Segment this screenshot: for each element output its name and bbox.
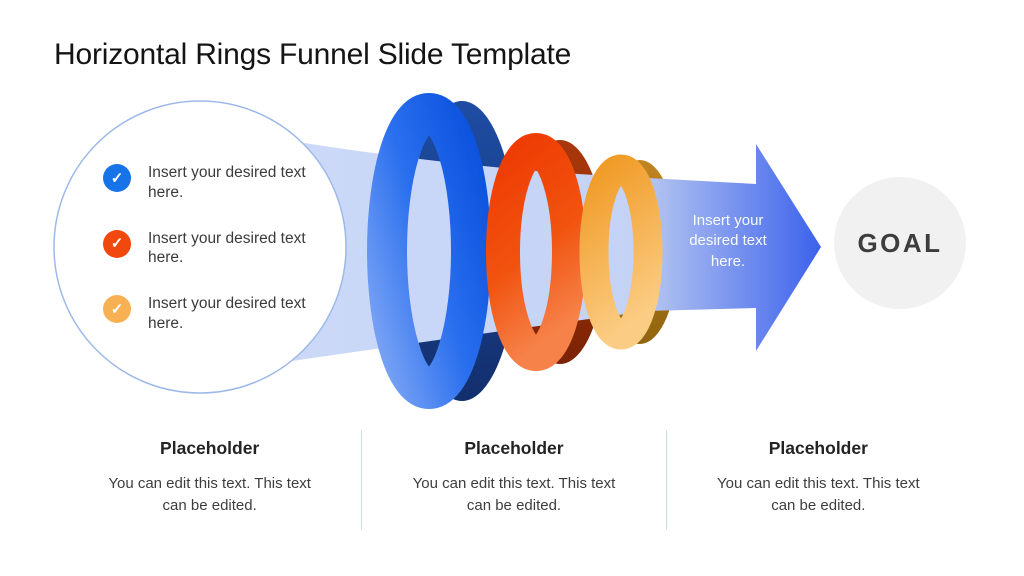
slide-title[interactable]: Horizontal Rings Funnel Slide Template: [54, 38, 572, 71]
bullet-text-2: Insert your desired text here.: [148, 229, 306, 267]
goal-label: GOAL: [857, 227, 943, 258]
blue-ring-front: [367, 93, 491, 409]
placeholder-strip: Placeholder You can edit this text. This…: [58, 430, 970, 530]
orange-ring-front: [486, 133, 586, 371]
placeholder-block-1[interactable]: Placeholder You can edit this text. This…: [58, 430, 361, 530]
bullet-item-2[interactable]: ✓ Insert your desired text here.: [103, 229, 313, 269]
placeholder-title: Placeholder: [160, 438, 260, 458]
amber-ring-front: [579, 154, 663, 350]
placeholder-title: Placeholder: [768, 438, 868, 458]
placeholder-block-2[interactable]: Placeholder You can edit this text. This…: [361, 430, 667, 530]
placeholder-body: You can edit this text. This text can be…: [412, 475, 616, 514]
arrow-shape: [648, 144, 821, 351]
bullet-list: ✓ Insert your desired text here. ✓ Inser…: [103, 163, 313, 360]
bullet-text-3: Insert your desired text here.: [148, 295, 306, 333]
check-icon: ✓: [103, 164, 131, 192]
bullet-item-1[interactable]: ✓ Insert your desired text here.: [103, 163, 313, 203]
placeholder-block-3[interactable]: Placeholder You can edit this text. This…: [667, 430, 970, 530]
check-icon: ✓: [103, 229, 131, 258]
arrow-text[interactable]: Insert your desired text here.: [689, 212, 767, 270]
check-icon: ✓: [103, 295, 131, 324]
placeholder-body: You can edit this text. This text can be…: [108, 475, 311, 514]
placeholder-body: You can edit this text. This text can be…: [717, 475, 920, 514]
goal-circle[interactable]: GOAL: [834, 177, 966, 309]
bullet-text-1: Insert your desired text here.: [148, 164, 306, 201]
bullet-item-3[interactable]: ✓ Insert your desired text here.: [103, 294, 313, 334]
placeholder-title: Placeholder: [464, 438, 564, 458]
